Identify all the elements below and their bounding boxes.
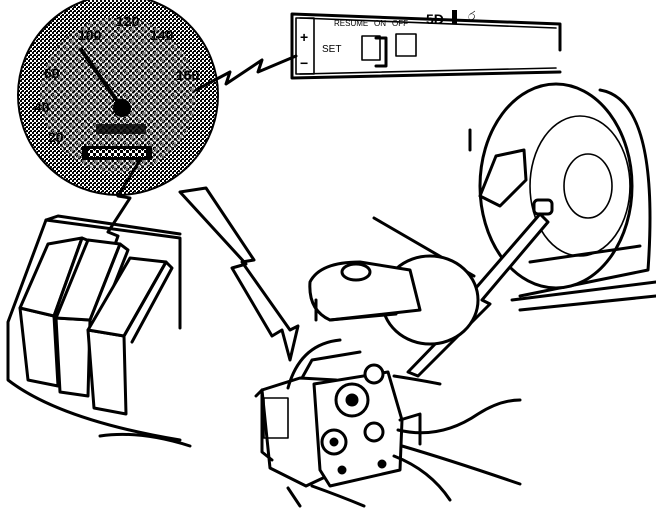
- tick-label: 100: [78, 27, 102, 43]
- brake-caliper: [478, 148, 528, 208]
- needle-hub: [113, 99, 131, 117]
- port: [363, 421, 385, 443]
- master-cylinder-booster: [308, 254, 480, 346]
- modulator-unit: [254, 338, 422, 488]
- indicator-glyph: ර: [468, 9, 476, 23]
- signal-link-gauge-switch: [194, 54, 298, 92]
- tick-label: 60: [44, 65, 60, 81]
- tick-label: 40: [34, 99, 50, 115]
- brake-rotor: [478, 82, 634, 290]
- mode-indicator-5d: 5D: [426, 11, 444, 27]
- on-label: ON: [374, 19, 386, 28]
- on-off-switch[interactable]: [374, 36, 388, 68]
- port: [363, 363, 385, 385]
- speedometer-needle: [78, 46, 124, 110]
- master-cylinder: [308, 260, 422, 322]
- off-label: OFF: [392, 19, 408, 28]
- signal-link-gauge-modulator: [178, 186, 300, 362]
- set-label: SET: [322, 44, 341, 55]
- relay-module-3: [86, 256, 174, 416]
- resume-switch[interactable]: [361, 35, 381, 61]
- cruise-control-switch-panel: + − RESUME ON OFF SET 5D ර: [290, 9, 562, 80]
- wheel-assembly: [468, 82, 656, 312]
- relay-block: [6, 214, 192, 448]
- signal-link-gauge-battery: [104, 158, 142, 272]
- tick-label: 20: [48, 129, 64, 145]
- hub: [563, 153, 613, 219]
- speedometer-gauge: 100 120 140 60 160 40 20: [17, 0, 219, 196]
- minus-label: −: [300, 55, 308, 71]
- brake-hoses: [286, 374, 522, 508]
- off-switch[interactable]: [395, 33, 417, 57]
- accel-coast-rocker: [295, 17, 315, 75]
- relay-module-1: [18, 236, 94, 388]
- reservoir-cap: [340, 262, 372, 282]
- tick-label: 120: [116, 13, 140, 29]
- plus-label: +: [300, 29, 308, 45]
- resume-label: RESUME: [334, 19, 368, 28]
- tick-label: 160: [176, 67, 200, 83]
- wheel-speed-sensor: [532, 198, 554, 216]
- tick-label: 140: [150, 27, 174, 43]
- indicator-bar: [452, 10, 457, 24]
- connector-block: [263, 397, 289, 439]
